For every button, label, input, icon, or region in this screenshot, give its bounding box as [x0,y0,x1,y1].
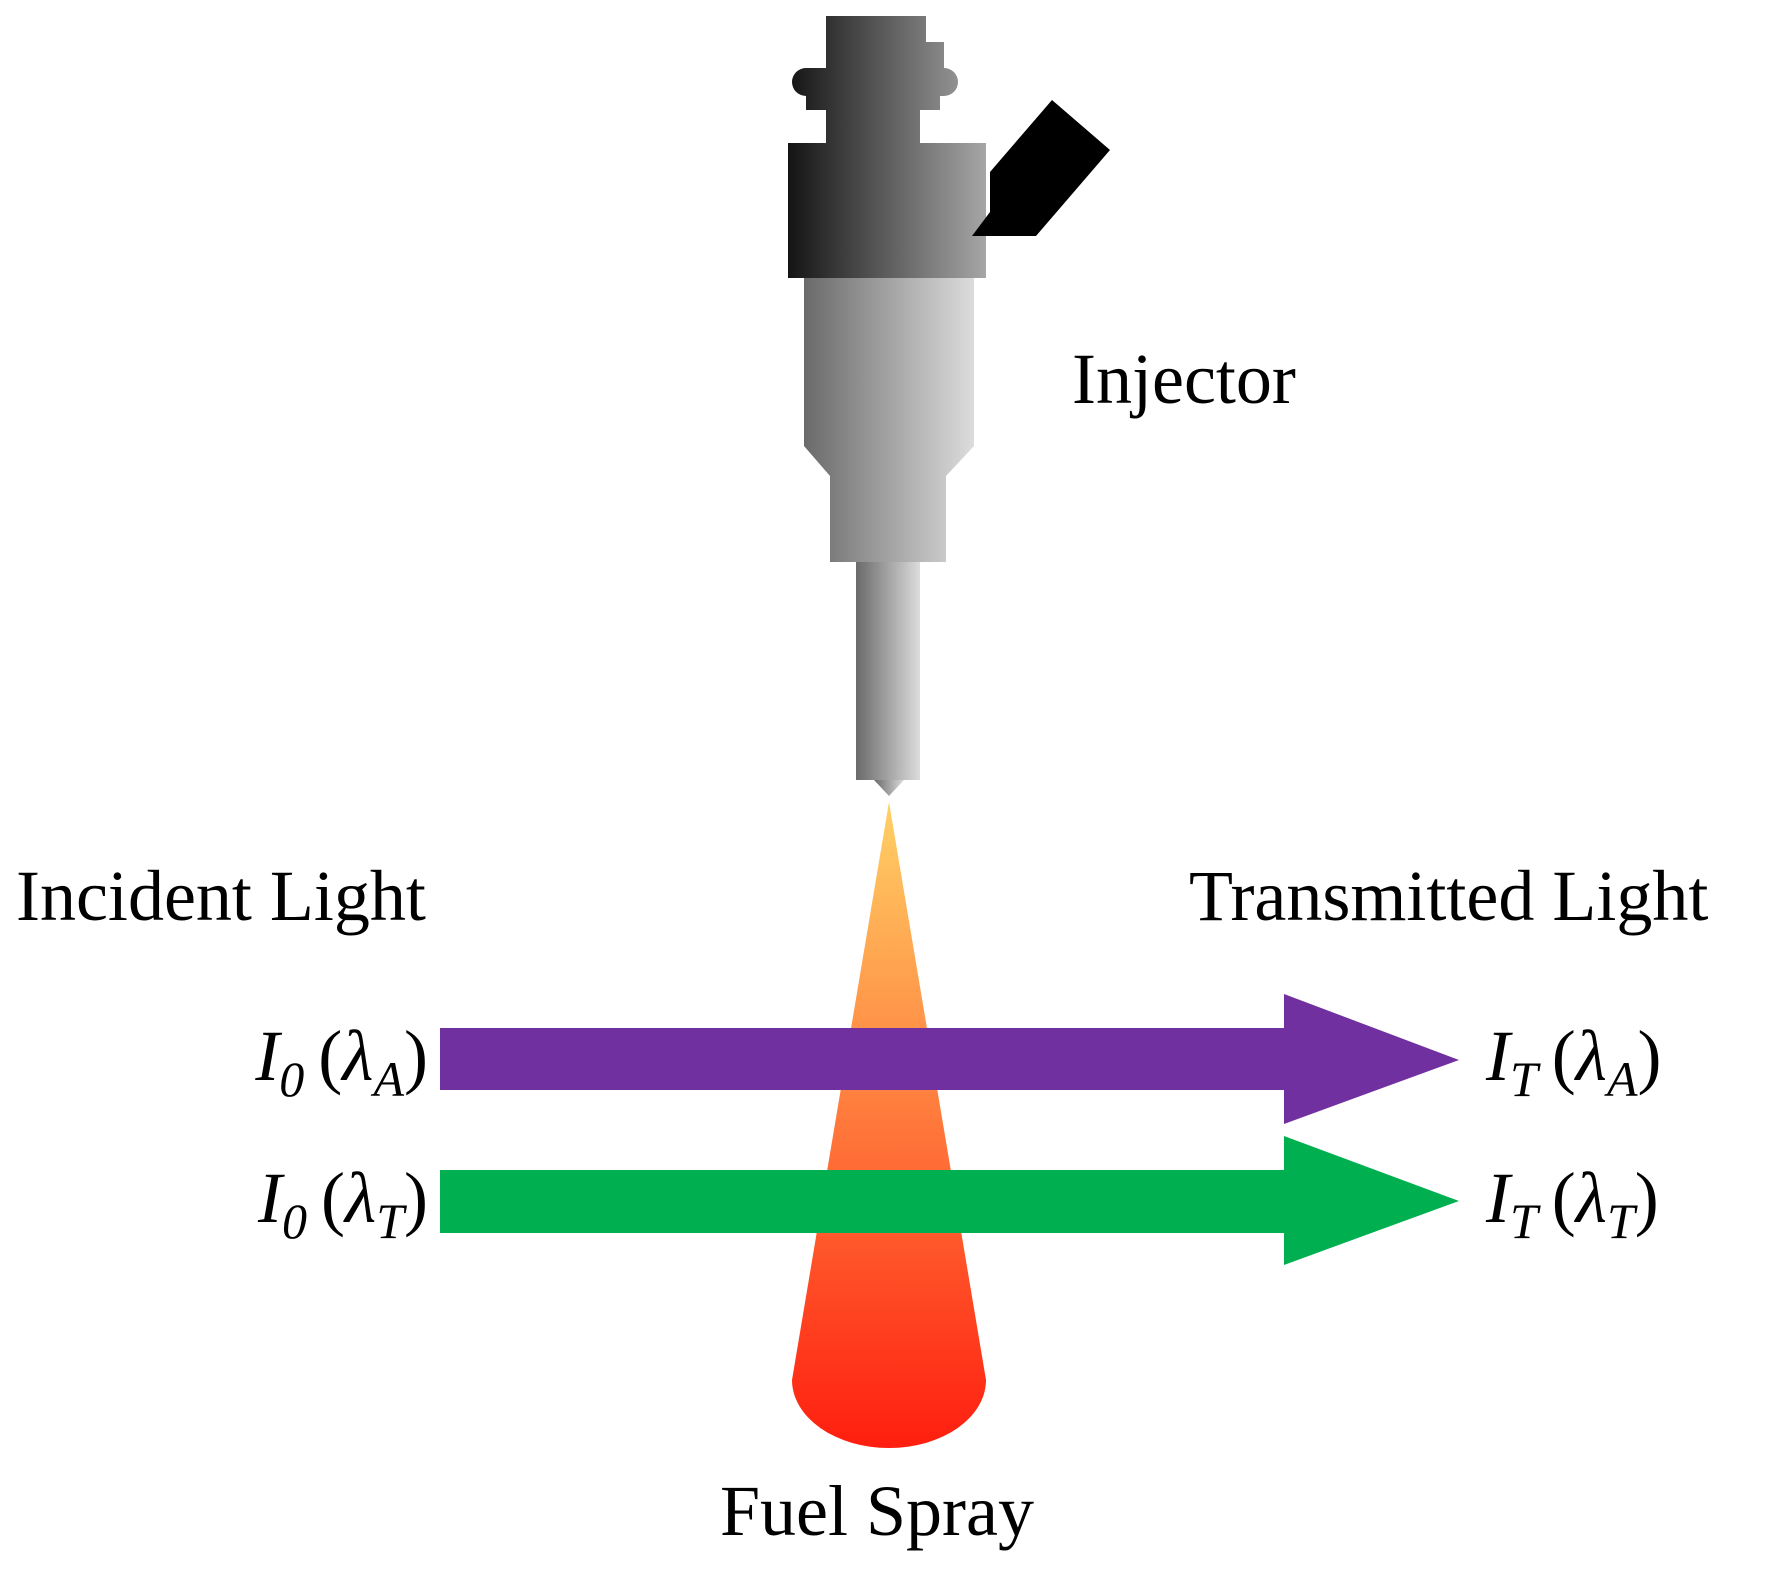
transmitted-intensity-t-label: IT(λT) [1485,1158,1659,1249]
injector-nozzle-tip [874,780,904,796]
transmitted-light-label: Transmitted Light [1189,856,1708,936]
injector-nozzle [856,562,920,780]
transmitted-intensity-a-label: IT(λA) [1485,1016,1662,1107]
beam-arrow-absorbed [440,994,1459,1124]
fuel-spray-cone [792,802,986,1448]
beam-arrow-a [440,994,1459,1124]
injector-head [788,16,986,278]
incident-light-label: Incident Light [16,856,426,936]
injector-body [804,278,974,562]
beam-arrow-t [440,1136,1459,1265]
incident-intensity-t-label: I0(λT) [257,1158,428,1249]
fuel-spray-label: Fuel Spray [720,1471,1034,1551]
beam-arrow-transmitted [440,1136,1459,1265]
injector-connector [972,100,1110,236]
incident-intensity-a-label: I0(λA) [254,1016,428,1107]
injector-label: Injector [1072,339,1296,419]
injector [788,16,1110,796]
